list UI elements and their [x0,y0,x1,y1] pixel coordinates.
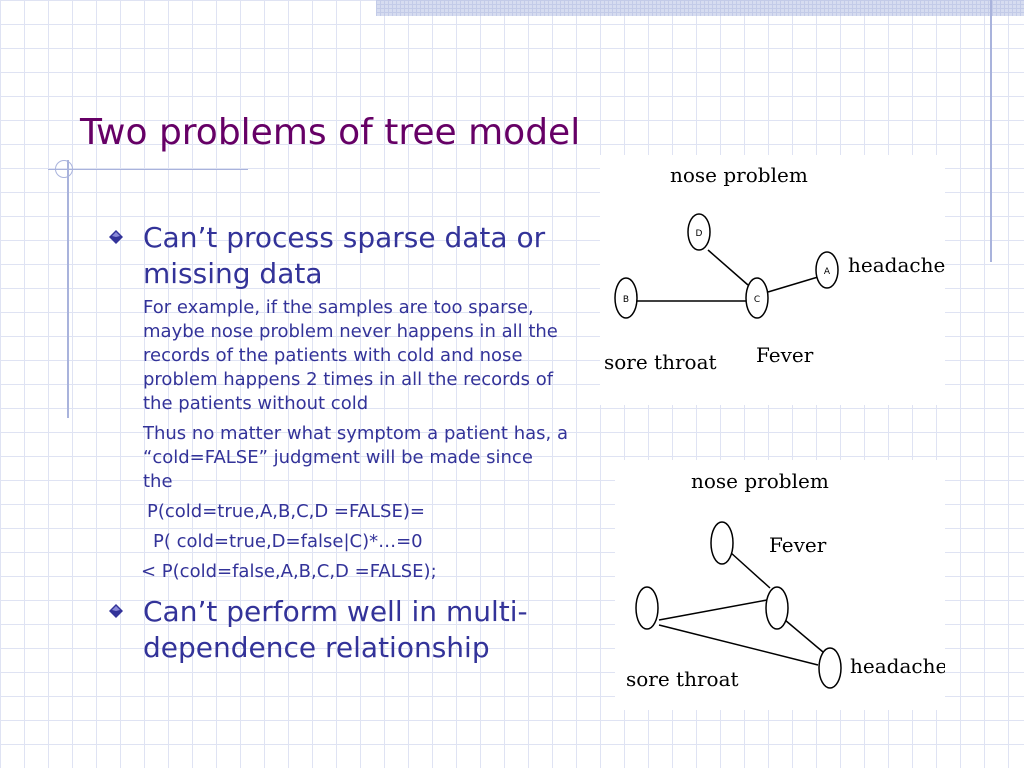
edge-sore-fever [658,599,768,621]
left-decor-rule [67,160,69,418]
node-c [745,277,769,319]
tree-model-svg: D A B C nose problem headache sore throa… [604,163,945,374]
diamond-bullet-icon [109,230,123,244]
node-letter-a: A [824,267,831,277]
slide-title: Two problems of tree model [80,112,581,153]
bullet-item: Can’t perform well in multi-dependence r… [108,594,568,666]
label-nose-problem: nose problem [670,163,808,187]
label-headache: headache [848,253,945,277]
right-decor-rule [990,0,992,262]
multi-dependence-svg: nose problem Fever sore throat headache [626,469,945,691]
multi-dependence-diagram: nose problem Fever sore throat headache [615,460,945,710]
equation-line: P(cold=true,A,B,C,D =FALSE)= [147,501,425,522]
sub-paragraph: Thus no matter what symptom a patient ha… [143,423,569,492]
node-nose [710,521,734,565]
node-letter-c: C [754,295,760,305]
bullet-item: Can’t process sparse data or missing dat… [108,220,568,292]
slide-content: Can’t process sparse data or missing dat… [108,220,568,666]
node-sore [635,586,659,630]
crosshair-decor-icon [55,160,73,178]
tree-model-diagram: D A B C nose problem headache sore throa… [600,155,945,405]
label-fever: Fever [769,533,827,557]
bullet-text: Can’t perform well in multi-dependence r… [143,595,528,664]
edge-sore-headache [658,624,819,666]
edge-fever-headache [784,619,824,653]
node-letter-b: B [623,295,629,305]
label-fever: Fever [756,343,814,367]
label-nose-problem: nose problem [691,469,829,493]
edge-nose-fever [729,551,771,589]
title-decor-rule [48,169,248,170]
node-b [614,277,638,319]
equation-line: P( cold=true,D=false|C)*…=0 [153,531,423,552]
node-d [687,213,711,251]
node-fever [765,586,789,630]
label-sore-throat: sore throat [626,667,739,691]
node-letter-d: D [696,229,703,239]
edge-c-a [767,276,819,293]
top-decor-band [376,0,1024,16]
sub-paragraph: For example, if the samples are too spar… [143,297,558,414]
label-headache: headache [850,654,945,678]
node-a [815,251,839,289]
equation-line: < P(cold=false,A,B,C,D =FALSE); [141,561,437,582]
bullet-text: Can’t process sparse data or missing dat… [143,221,546,290]
label-sore-throat: sore throat [604,350,717,374]
edge-d-c [707,249,749,286]
diamond-bullet-icon [109,604,123,618]
node-headache [818,647,842,689]
